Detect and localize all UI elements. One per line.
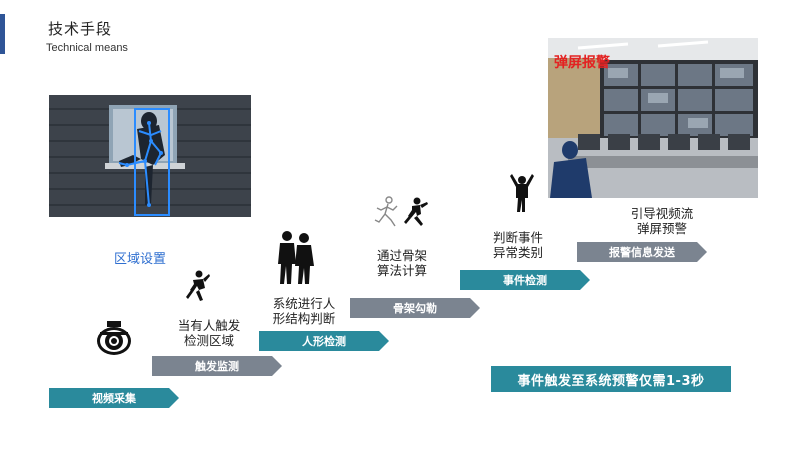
running-person-icon bbox=[185, 270, 211, 306]
step-skeleton-outline: 骨架勾勒 bbox=[350, 298, 480, 318]
title-accent-bar bbox=[0, 14, 5, 54]
popup-alarm-text: 弹屏报警 bbox=[554, 55, 610, 71]
step-event-detect: 事件检测 bbox=[460, 270, 590, 290]
desc-trigger: 当有人触发检测区域 bbox=[177, 318, 241, 348]
page-subtitle: Technical means bbox=[46, 42, 128, 54]
intrusion-photo bbox=[49, 95, 251, 217]
step-video-capture: 视频采集 bbox=[49, 388, 179, 408]
two-people-icon bbox=[276, 230, 316, 288]
desc-event: 判断事件异常类别 bbox=[492, 230, 543, 260]
step-trigger-monitor: 触发监测 bbox=[152, 356, 282, 376]
desc-alarm: 引导视频流弹屏预警 bbox=[630, 206, 694, 236]
alarm-person-icon bbox=[507, 172, 537, 218]
monitoring-center-photo: 弹屏报警 bbox=[548, 38, 758, 198]
step-human-detect: 人形检测 bbox=[259, 331, 389, 351]
page-title: 技术手段 bbox=[48, 20, 113, 38]
desc-skeleton: 通过骨架算法计算 bbox=[376, 248, 427, 278]
desc-human-detect: 系统进行人形结构判断 bbox=[272, 296, 336, 326]
response-time-callout: 事件触发至系统预警仅需1-3秒 bbox=[491, 366, 731, 392]
step-alarm-send: 报警信息发送 bbox=[577, 242, 707, 262]
skeleton-runner-icon bbox=[371, 196, 435, 232]
camera-icon bbox=[94, 318, 134, 362]
region-setting-label: 区域设置 bbox=[114, 252, 167, 267]
